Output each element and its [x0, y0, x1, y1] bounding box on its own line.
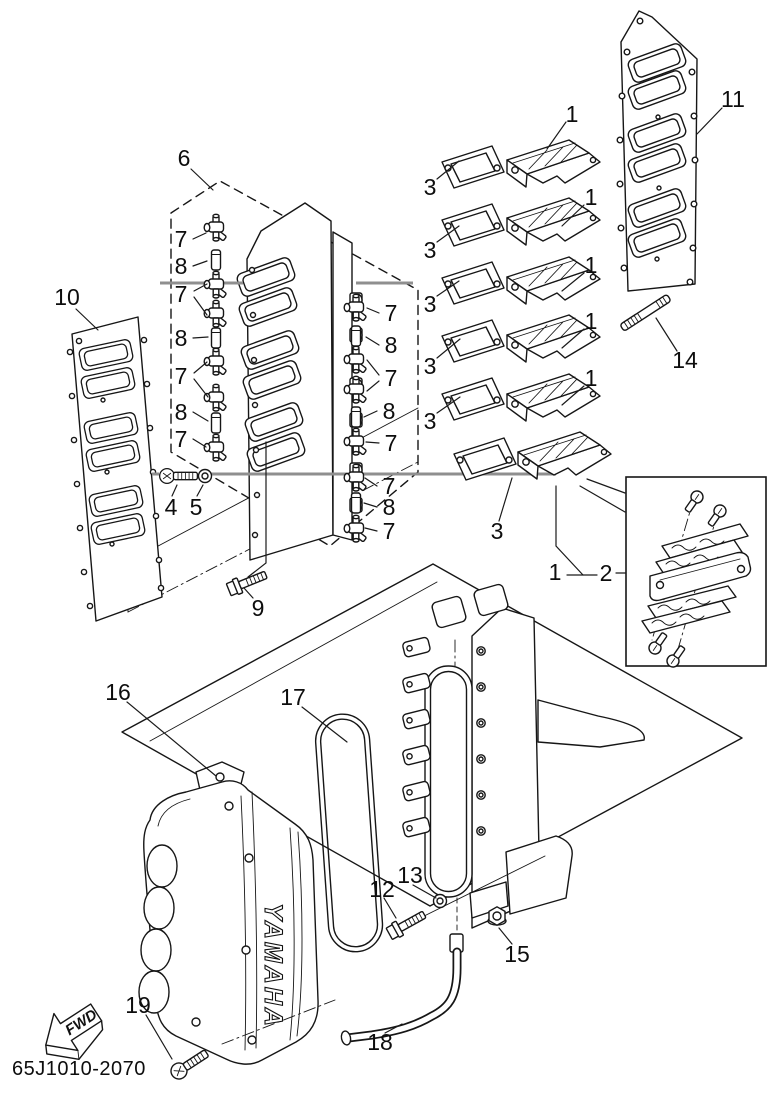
part-callout-7: 7: [175, 281, 188, 307]
inset-screw: [666, 645, 686, 668]
part-callout-10: 10: [54, 284, 80, 310]
nut-15: [487, 906, 507, 926]
cover-grip-scallops: [138, 844, 178, 1014]
part-callout-8: 8: [385, 332, 398, 358]
part-callout-15: 15: [504, 941, 530, 967]
part-callout-5: 5: [190, 494, 203, 520]
yamaha-logo: YAMAHA: [259, 903, 287, 1029]
part-callout-9: 9: [252, 595, 265, 621]
washer-13: [432, 893, 448, 909]
screw-4: [158, 467, 199, 485]
reed-valve-plate: [234, 202, 363, 561]
washer-5: [197, 468, 213, 484]
cover-seal-ring: [314, 713, 384, 953]
detail-inset-box: [625, 476, 767, 668]
part-callout-3: 3: [424, 237, 437, 263]
plate10-bolt-holes: [66, 336, 165, 610]
part-callout-3: 3: [424, 353, 437, 379]
part-callout-1: 1: [585, 308, 598, 334]
part-callout-11: 11: [721, 86, 745, 112]
gasket-plate-11: [616, 10, 699, 292]
part-callout-12: 12: [369, 876, 395, 902]
intake-manifold: [402, 583, 645, 953]
bolt-12: [384, 906, 429, 942]
part-callout-8: 8: [175, 325, 188, 351]
part-callout-1: 1: [585, 184, 598, 210]
leader-lines: [75, 107, 723, 1060]
part-callout-8: 8: [175, 399, 188, 425]
part-callout-4: 4: [165, 494, 178, 520]
part-callout-16: 16: [105, 679, 131, 705]
plate11-bolt-holes: [616, 17, 699, 286]
inset-screw: [707, 504, 727, 527]
part-callout-8: 8: [383, 398, 396, 424]
part-callout-7: 7: [175, 363, 188, 389]
part-callout-7: 7: [385, 365, 398, 391]
part-callout-7: 7: [385, 430, 398, 456]
gasket-plate-10: [66, 316, 165, 622]
part-callout-7: 7: [175, 226, 188, 252]
plate-bolt-holes: [248, 266, 261, 539]
part-callout-7: 7: [175, 426, 188, 452]
manifold-runner-stubs: [402, 636, 431, 838]
part-callout-3: 3: [424, 174, 437, 200]
part-callout-3: 3: [424, 291, 437, 317]
assembly-axis-lines: [152, 281, 556, 476]
part-callout-18: 18: [367, 1029, 393, 1055]
inset-valve-body: [649, 551, 752, 602]
part-callout-1: 1: [585, 365, 598, 391]
part-callout-7: 7: [383, 473, 396, 499]
stud-14: [620, 294, 671, 331]
bolt9-axis: [247, 441, 267, 578]
part-callout-2: 2: [600, 560, 613, 586]
part-callout-3: 3: [491, 518, 504, 544]
part-callout-14: 14: [672, 347, 698, 373]
screw-19: [167, 1045, 212, 1083]
part-callout-6: 6: [178, 145, 191, 171]
part-callout-1: 1: [585, 252, 598, 278]
part-callout-13: 13: [397, 862, 423, 888]
part-callout-17: 17: [280, 684, 306, 710]
part-callout-7: 7: [385, 300, 398, 326]
breather-hose: [340, 947, 462, 1046]
manifold-bolt-bosses: [476, 646, 486, 836]
part-callout-1: 1: [566, 101, 579, 127]
bolt-9: [225, 566, 270, 598]
inset-screw: [648, 632, 668, 655]
silencer-cover: YAMAHA: [138, 761, 336, 1065]
part-callout-8: 8: [383, 494, 396, 520]
part-callout-7: 7: [383, 518, 396, 544]
part-callout-1: 1: [549, 559, 562, 585]
part-callout-3: 3: [424, 408, 437, 434]
drawing-code: 65J1010-2070: [12, 1058, 146, 1080]
part-callout-19: 19: [125, 992, 151, 1018]
inset-screw: [684, 490, 704, 513]
part-callout-8: 8: [175, 253, 188, 279]
valve-seat-assembly-boundary: [170, 180, 419, 547]
